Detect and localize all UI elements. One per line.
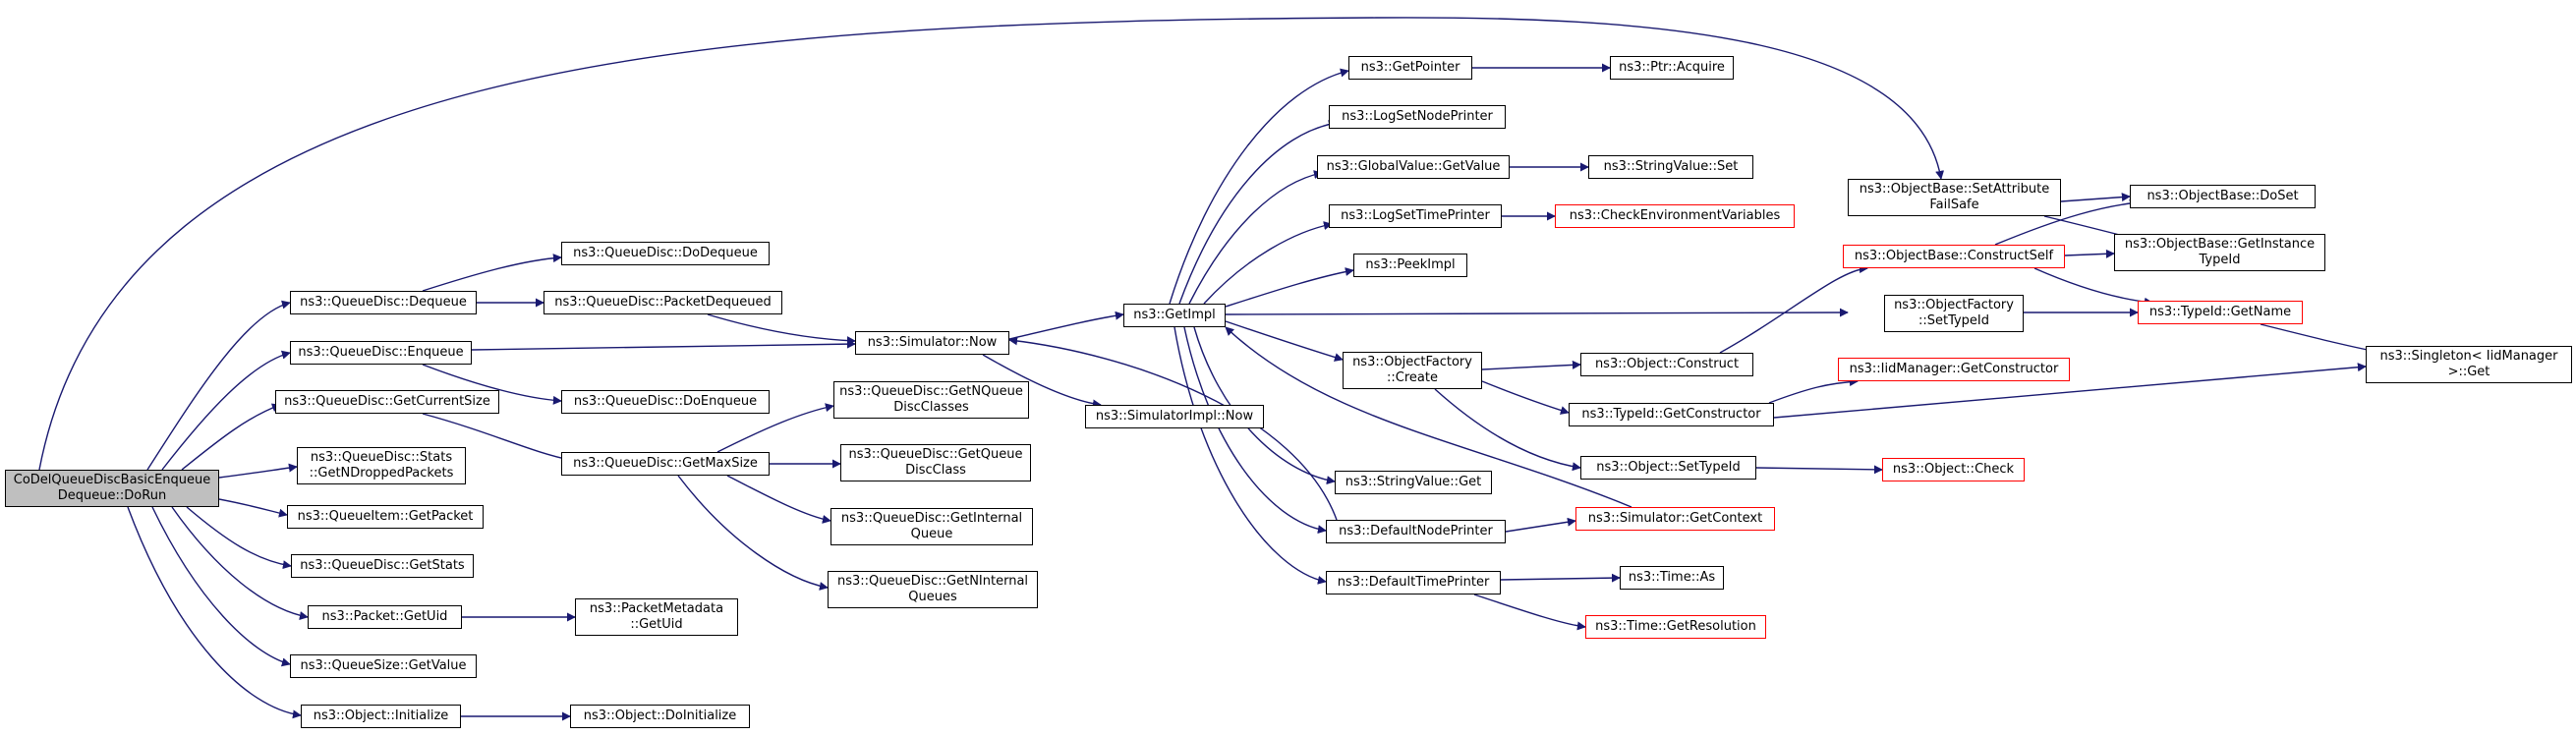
node-time-as[interactable]: ns3::Time::As — [1620, 566, 1724, 590]
edge-getimpl-to-logsettimeprinter — [1203, 221, 1333, 305]
node-packetmetadata-getuid[interactable]: ns3::PacketMetadata ::GetUid — [575, 598, 738, 636]
edge-getmaxsize-to-getinternalqueue — [726, 475, 831, 524]
edge-getconstructor-to-singleton — [1773, 363, 2367, 419]
edge-objectfactorycreate-to-settypeid — [1434, 388, 1581, 472]
node-queueitem-getpacket[interactable]: ns3::QueueItem::GetPacket — [287, 505, 484, 529]
edge-root-to-enqueue — [161, 350, 291, 471]
edge-getcurrentsize-to-getmaxsize — [422, 413, 571, 463]
node-qd-getninternalqueues[interactable]: ns3::QueueDisc::GetNInternal Queues — [828, 571, 1038, 608]
node-objectbase-constructself[interactable]: ns3::ObjectBase::ConstructSelf — [1843, 245, 2065, 268]
edge-simnow-to-getimpl — [1008, 311, 1124, 340]
edge-root-to-packetgetuid — [171, 506, 309, 620]
node-objectbase-getinstancetypeid[interactable]: ns3::ObjectBase::GetInstance TypeId — [2114, 234, 2325, 271]
node-qd-dodequeue[interactable]: ns3::QueueDisc::DoDequeue — [561, 242, 770, 265]
node-objectbase-doset[interactable]: ns3::ObjectBase::DoSet — [2130, 185, 2316, 208]
node-objectbase-setattributefailsafe[interactable]: ns3::ObjectBase::SetAttribute FailSafe — [1848, 179, 2061, 216]
node-typeid-getconstructor[interactable]: ns3::TypeId::GetConstructor — [1569, 403, 1774, 426]
node-defaulttimeprinter[interactable]: ns3::DefaultTimePrinter — [1326, 571, 1501, 594]
node-qd-getcurrentsize[interactable]: ns3::QueueDisc::GetCurrentSize — [275, 390, 499, 414]
edge-root-to-dequeue — [146, 300, 291, 471]
edge-root-to-getpacket — [218, 498, 288, 518]
edge-root-to-stats — [218, 463, 298, 479]
edge-objectfactorycreate-to-getconstructor — [1481, 380, 1570, 415]
edge-root-to-getstats — [186, 506, 292, 570]
edge-defaultnodeprinter-to-simnow — [1008, 336, 1338, 521]
node-ptr-acquire[interactable]: ns3::Ptr::Acquire — [1610, 56, 1734, 80]
edge-getimpl-to-defaulttimeprinter — [1174, 326, 1327, 585]
edge-root-to-getcurrentsize — [181, 403, 281, 471]
node-simulator-getcontext[interactable]: ns3::Simulator::GetContext — [1575, 507, 1775, 531]
edge-getconstructor-to-iidmanager — [1768, 377, 1859, 404]
node-time-getresolution[interactable]: ns3::Time::GetResolution — [1585, 615, 1766, 639]
node-object-construct[interactable]: ns3::Object::Construct — [1580, 353, 1753, 376]
node-singleton-iidmanager-get[interactable]: ns3::Singleton< IidManager >::Get — [2366, 346, 2572, 383]
node-qd-getstats[interactable]: ns3::QueueDisc::GetStats — [291, 554, 474, 578]
edge-defaulttimeprinter-to-getresolution — [1473, 594, 1586, 631]
node-objectfactory-settypeid[interactable]: ns3::ObjectFactory ::SetTypeId — [1884, 295, 2024, 332]
node-qd-getinternalqueue[interactable]: ns3::QueueDisc::GetInternal Queue — [830, 508, 1033, 545]
edge-getimpl-to-stringvalueget — [1193, 326, 1336, 485]
edge-packetdequeued-to-simnow — [707, 313, 856, 346]
edge-getimpl-to-getpointer — [1169, 68, 1349, 305]
node-qd-enqueue[interactable]: ns3::QueueDisc::Enqueue — [290, 341, 472, 365]
edge-constructself-to-typeidgetname — [2033, 267, 2153, 307]
node-simulatorimpl-now[interactable]: ns3::SimulatorImpl::Now — [1085, 405, 1264, 428]
edge-setattributefailsafe-to-doset — [2060, 193, 2131, 202]
edge-objectconstruct-to-constructself — [1719, 264, 1868, 354]
node-object-initialize[interactable]: ns3::Object::Initialize — [301, 705, 461, 728]
edge-simnow-to-simulatorimplnow — [982, 354, 1102, 409]
edge-root-to-objectinitialize — [127, 506, 302, 719]
edge-enqueue-to-doenqueue — [422, 364, 562, 405]
edge-objectfactorycreate-to-objectconstruct — [1481, 360, 1581, 370]
node-objectfactory-create[interactable]: ns3::ObjectFactory ::Create — [1343, 352, 1482, 389]
node-qd-packetdequeued[interactable]: ns3::QueueDisc::PacketDequeued — [544, 291, 782, 314]
edge-getmaxsize-to-getnqueuediscclasses — [716, 403, 834, 453]
edge-getimpl-to-globalvalue — [1188, 170, 1323, 305]
node-getimpl[interactable]: ns3::GetImpl — [1123, 304, 1226, 327]
edge-getimpl-to-setattributefailsafe — [1225, 308, 1849, 317]
edge-settypeid-to-objectcheck — [1755, 465, 1883, 475]
edge-getimpl-to-objectfactorycreate — [1225, 320, 1344, 362]
node-qd-doenqueue[interactable]: ns3::QueueDisc::DoEnqueue — [561, 390, 770, 414]
node-root: CoDelQueueDiscBasicEnqueue Dequeue::DoRu… — [5, 470, 219, 507]
edge-root-to-setattributefailsafe — [38, 17, 1945, 471]
node-qd-stats-getndroppedpackets[interactable]: ns3::QueueDisc::Stats ::GetNDroppedPacke… — [297, 447, 466, 484]
node-getpointer[interactable]: ns3::GetPointer — [1348, 56, 1472, 80]
node-qd-getnqueuediscclasses[interactable]: ns3::QueueDisc::GetNQueue DiscClasses — [833, 381, 1029, 419]
node-stringvalue-set[interactable]: ns3::StringValue::Set — [1588, 155, 1753, 179]
node-object-doinitialize[interactable]: ns3::Object::DoInitialize — [570, 705, 750, 728]
node-checkenvironmentvariables[interactable]: ns3::CheckEnvironmentVariables — [1555, 204, 1795, 228]
edge-defaultnodeprinter-to-getcontext — [1505, 517, 1576, 533]
node-logsetnodeprinter[interactable]: ns3::LogSetNodePrinter — [1329, 105, 1506, 129]
node-peekimpl[interactable]: ns3::PeekImpl — [1353, 254, 1467, 277]
edge-constructself-to-doset — [1994, 198, 2139, 246]
node-typeid-getname[interactable]: ns3::TypeId::GetName — [2138, 301, 2303, 324]
node-object-settypeid[interactable]: ns3::Object::SetTypeId — [1580, 456, 1756, 480]
node-iidmanager-getconstructor[interactable]: ns3::IidManager::GetConstructor — [1838, 358, 2070, 381]
node-packet-getuid[interactable]: ns3::Packet::GetUid — [308, 605, 462, 629]
edge-getimpl-to-peekimpl — [1225, 267, 1354, 308]
edge-getcontext-to-getimpl — [1225, 326, 1632, 508]
node-globalvalue-getvalue[interactable]: ns3::GlobalValue::GetValue — [1317, 155, 1510, 179]
node-qd-getmaxsize[interactable]: ns3::QueueDisc::GetMaxSize — [561, 452, 770, 476]
node-defaultnodeprinter[interactable]: ns3::DefaultNodePrinter — [1326, 520, 1506, 543]
edge-getimpl-to-logsetnodeprinter — [1178, 119, 1338, 305]
edge-enqueue-to-simnow — [471, 339, 856, 351]
edge-constructself-to-getinstancetypeid — [2064, 249, 2115, 258]
edge-dequeue-to-dodequeue — [422, 254, 562, 292]
node-logsettimeprinter[interactable]: ns3::LogSetTimePrinter — [1329, 204, 1502, 228]
edge-getmaxsize-to-getninternalqueues — [677, 475, 829, 591]
node-qd-getqueuediscclass[interactable]: ns3::QueueDisc::GetQueue DiscClass — [840, 444, 1031, 481]
node-stringvalue-get[interactable]: ns3::StringValue::Get — [1335, 471, 1492, 494]
edge-defaulttimeprinter-to-timeas — [1500, 573, 1621, 583]
node-object-check[interactable]: ns3::Object::Check — [1882, 458, 2025, 481]
node-qd-dequeue[interactable]: ns3::QueueDisc::Dequeue — [290, 291, 477, 314]
node-simulator-now[interactable]: ns3::Simulator::Now — [855, 331, 1009, 355]
node-queuesize-getvalue[interactable]: ns3::QueueSize::GetValue — [290, 654, 477, 678]
edge-root-to-queuesizegetvalue — [151, 506, 291, 667]
edge-getimpl-to-defaultnodeprinter — [1183, 326, 1327, 535]
